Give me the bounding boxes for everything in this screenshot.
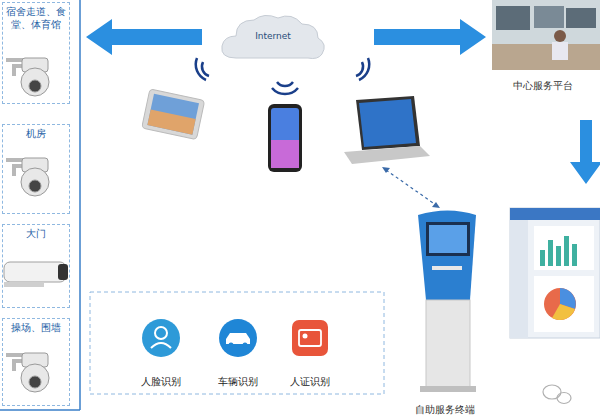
face-icon [142,319,180,357]
wifi-symbol [196,58,369,94]
block-arrow [86,19,202,55]
car-icon [219,319,257,357]
camera-box: 机房 [2,124,70,214]
function-item: 人脸识别 [128,316,194,390]
wechat-watermark [543,385,571,404]
laptop [344,96,430,164]
platform-screenshot [510,208,600,338]
node-label: 人脸识别 [128,376,194,388]
function-group [90,292,384,394]
platform-node: 中心服务平台 [488,2,598,94]
camera-box: 大门 [2,224,70,308]
panel-frame [0,409,80,411]
camera-box: 操场、围墙 [2,318,70,406]
link-line [386,170,436,205]
id-icon [292,320,328,356]
block-arrow [570,120,600,184]
monitoring-room-photo [492,0,600,70]
kiosk-node: 自助服务终端 [398,205,492,418]
node-label: 机房 [3,128,69,141]
bullet-camera [4,262,68,287]
node-label: 宿舍走道、食堂、体育馆 [3,6,69,31]
block-arrow [374,19,486,55]
panel-frame [79,0,81,410]
node-label: 操场、围墙 [3,322,69,335]
camera-box: 宿舍走道、食堂、体育馆 [2,2,70,104]
kiosk [418,211,476,393]
node-label: 车辆识别 [205,376,271,388]
phone [268,104,302,172]
internet-cloud: Internet [218,10,328,64]
dome-camera [6,353,49,392]
node-label: 大门 [3,228,69,241]
node-label: Internet [218,31,328,42]
arrow-head [432,202,440,208]
node-label: 人证识别 [277,376,343,388]
dome-camera [6,58,49,96]
tablet [142,89,205,140]
function-item: 人证识别 [277,316,343,390]
function-item: 车辆识别 [205,316,271,390]
node-label: 中心服务平台 [488,80,598,92]
node-label: 自助服务终端 [398,404,492,416]
arrow-head [382,167,390,173]
dome-camera [6,158,49,196]
